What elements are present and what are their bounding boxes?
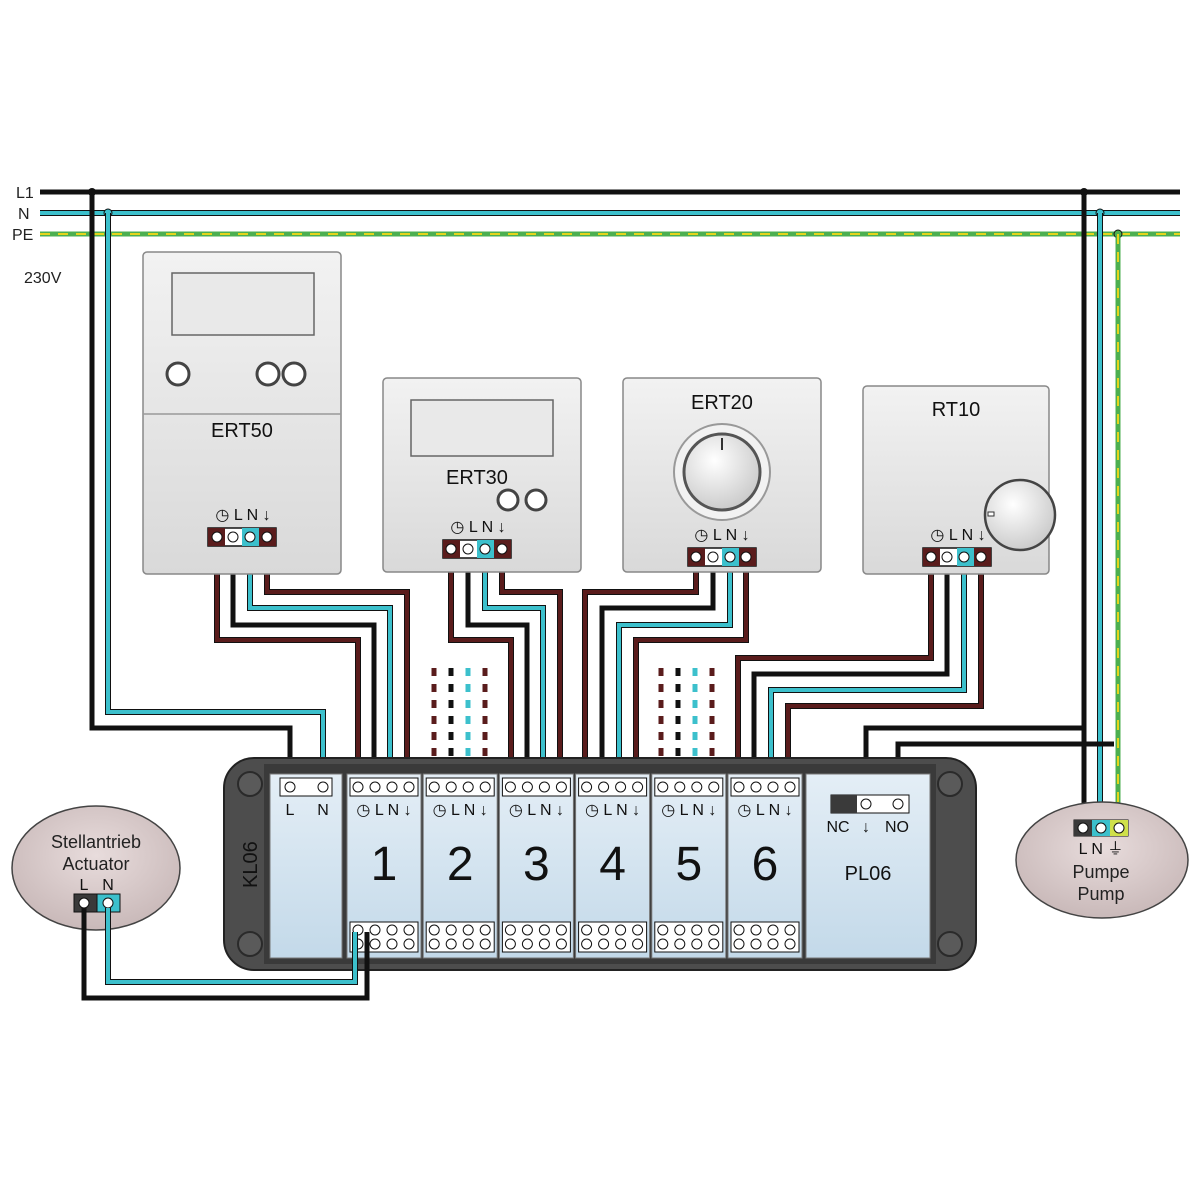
unused-channel-stubs [431, 668, 715, 782]
ert50-terminal-labels: ◷ L N ↓ [215, 507, 270, 524]
ert30-thermostat: ERT30 ◷ L N ↓ [382, 377, 582, 573]
actuator-l-label: L [80, 877, 89, 894]
channel-number: 3 [523, 838, 550, 891]
channel-number: 5 [675, 838, 702, 891]
ert20-name: ERT20 [691, 392, 753, 414]
kl06-channel-modules: ◷ L N ↓ 1 ◷ L N ↓ 2 ◷ L N ↓ 3 ◷ L N ↓ 4 ◷ L N ↓ 5… [346, 773, 803, 959]
kl06-label: KL06 [240, 841, 262, 888]
pl06-no-label: NO [885, 819, 909, 836]
channel-terminal-labels: ◷ L N ↓ [661, 802, 716, 819]
actuator-wires [81, 908, 370, 1001]
voltage-label: 230V [24, 270, 62, 287]
ert50-button-icon [281, 361, 307, 387]
rt10-knob-icon [983, 478, 1057, 552]
power-l-label: L [286, 802, 295, 819]
actuator: Stellantrieb Actuator L N [11, 805, 181, 931]
ert20-knob-icon [682, 432, 762, 512]
kl06-controller: KL06 L N ◷ L N ↓1◷ L N ↓2◷ L N ↓3◷ L N ↓… [223, 757, 977, 971]
ert30-button-icon [496, 488, 520, 512]
kl06-power-module: L N [269, 773, 343, 959]
pump-feed-wires [863, 192, 1121, 828]
ert20-thermostat: ERT20 ◷ L N ↓ [622, 377, 822, 573]
pl06-gnd-label: ↓ [862, 819, 870, 836]
channel-module-1: ◷ L N ↓ 1 [346, 773, 422, 959]
pump-name-en: Pump [1077, 884, 1124, 904]
pump: L N ⏚ Pumpe Pump [1015, 801, 1189, 919]
channel-number: 2 [447, 838, 474, 891]
channel-terminal-labels: ◷ L N ↓ [356, 802, 411, 819]
rt10-terminal-labels: ◷ L N ↓ [930, 527, 985, 544]
channel-terminal-labels: ◷ L N ↓ [509, 802, 564, 819]
ert50-name: ERT50 [211, 420, 273, 442]
ert20-terminal-labels: ◷ L N ↓ [694, 527, 749, 544]
ert50-button-icon [255, 361, 281, 387]
ert30-terminal-labels: ◷ L N ↓ [450, 519, 505, 536]
pl06-nc-label: NC [826, 819, 849, 836]
channel-module-5: ◷ L N ↓ 5 [651, 773, 727, 959]
actuator-name-de: Stellantrieb [51, 832, 141, 852]
channel-module-6: ◷ L N ↓ 6 [727, 773, 803, 959]
pump-name-de: Pumpe [1072, 862, 1129, 882]
channel-module-4: ◷ L N ↓ 4 [575, 773, 651, 959]
l1-label: L1 [16, 185, 34, 202]
channel-number: 6 [752, 838, 779, 891]
power-n-label: N [317, 802, 329, 819]
ert50-button-icon [165, 361, 191, 387]
pe-label: PE [12, 227, 33, 244]
ert20-terminal-block [687, 547, 757, 567]
actuator-n-label: N [102, 877, 114, 894]
kl06-feed-wires [89, 192, 326, 782]
channel-module-2: ◷ L N ↓ 2 [422, 773, 498, 959]
rt10-terminal-block [922, 547, 992, 567]
thermostat-wires [214, 537, 984, 782]
ert30-name: ERT30 [446, 467, 508, 489]
ert30-terminal-block [442, 539, 512, 559]
pl06-label: PL06 [845, 863, 892, 885]
channel-number: 1 [371, 838, 398, 891]
pl06-module: NC ↓ NO PL06 [805, 773, 931, 959]
ert50-thermostat: ERT50 ◷ L N ↓ [142, 251, 342, 575]
channel-number: 4 [599, 838, 626, 891]
ert30-display [410, 399, 554, 457]
pump-terminal-labels: L N ⏚ [1079, 840, 1124, 858]
n-label: N [18, 206, 30, 223]
ert30-button-icon [524, 488, 548, 512]
ert50-display [171, 272, 315, 336]
ert50-terminal-block [207, 527, 277, 547]
channel-terminal-labels: ◷ L N ↓ [737, 802, 792, 819]
actuator-name-en: Actuator [62, 854, 129, 874]
channel-terminal-labels: ◷ L N ↓ [585, 802, 640, 819]
rt10-name: RT10 [932, 399, 981, 421]
rt10-thermostat: RT10 ◷ L N ↓ [862, 385, 1057, 575]
channel-terminal-labels: ◷ L N ↓ [433, 802, 488, 819]
channel-module-3: ◷ L N ↓ 3 [498, 773, 574, 959]
